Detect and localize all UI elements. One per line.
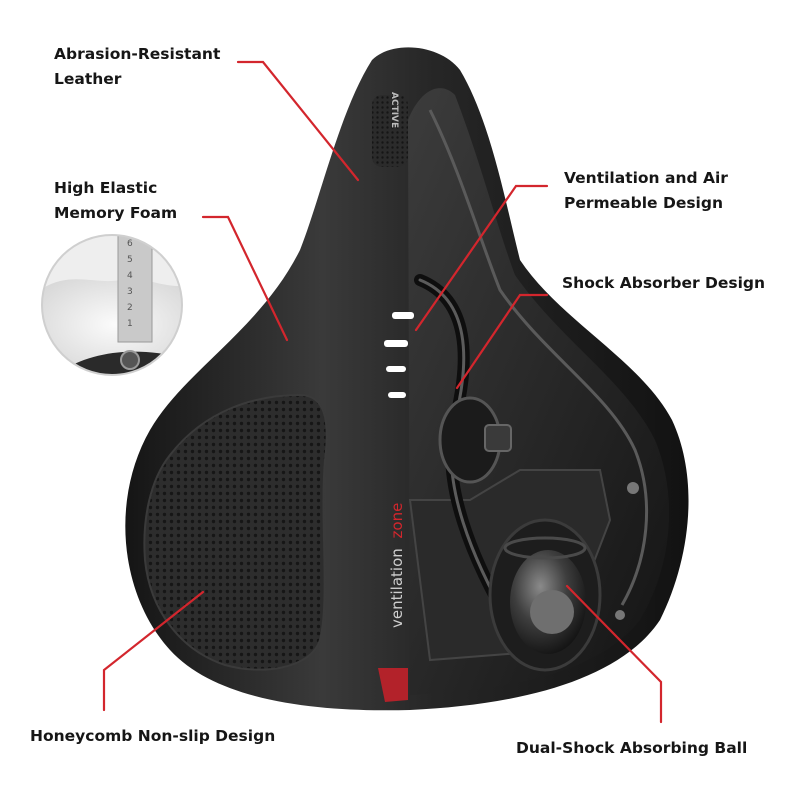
- ruler-mark: 4: [127, 271, 133, 281]
- label-ventilation-line1: Ventilation and Air: [564, 169, 728, 187]
- saddle: ACTIVE ventilation zone: [125, 47, 689, 711]
- rivet: [615, 610, 625, 620]
- ventilation-print-word: ventilation: [388, 548, 406, 628]
- rivet: [627, 482, 639, 494]
- callout-honeycomb: [102, 590, 205, 712]
- ruler-mark: 5: [127, 255, 133, 265]
- label-honeycomb: Honeycomb Non-slip Design: [30, 727, 276, 745]
- callout-shock: [455, 293, 549, 390]
- ruler-mark: 2: [127, 303, 133, 313]
- absorbing-ball: [488, 518, 602, 672]
- label-leather-line1: Abrasion-Resistant: [54, 45, 221, 63]
- label-ventilation: Ventilation and Air Permeable Design: [564, 166, 728, 216]
- nose-brand-text: ACTIVE: [389, 92, 399, 128]
- shock-absorber-bolt: [484, 424, 512, 452]
- label-foam-line1: High Elastic: [54, 179, 158, 197]
- nose-grip-patch: [372, 95, 408, 167]
- label-leather: Abrasion-Resistant Leather: [54, 42, 220, 92]
- tail-red-accent: [378, 668, 408, 702]
- callout-lines: [102, 60, 663, 724]
- saddle-inner-edge: [428, 109, 649, 606]
- ruler-mark: 3: [127, 287, 133, 297]
- label-foam-line2: Memory Foam: [54, 204, 178, 222]
- ruler-mark: 6: [127, 239, 133, 249]
- callout-leather: [236, 60, 360, 182]
- ventilation-print: ventilation zone: [388, 503, 406, 628]
- ventilation-print-accent: zone: [388, 503, 406, 539]
- callout-foam: [201, 215, 289, 342]
- inset-ruler-marks: 6 5 4 3 2 1: [127, 239, 133, 329]
- foam-inset: 6 5 4 3 2 1: [41, 234, 183, 376]
- label-foam: High Elastic Memory Foam: [54, 176, 177, 226]
- label-ball: Dual-Shock Absorbing Ball: [516, 739, 748, 757]
- callout-ventilation: [414, 184, 549, 332]
- ruler-mark: 1: [127, 319, 133, 329]
- callout-ball: [565, 584, 663, 724]
- label-ventilation-line2: Permeable Design: [564, 194, 724, 212]
- label-shock: Shock Absorber Design: [562, 274, 766, 292]
- vent-slots: [384, 312, 414, 398]
- label-leather-line2: Leather: [54, 70, 122, 88]
